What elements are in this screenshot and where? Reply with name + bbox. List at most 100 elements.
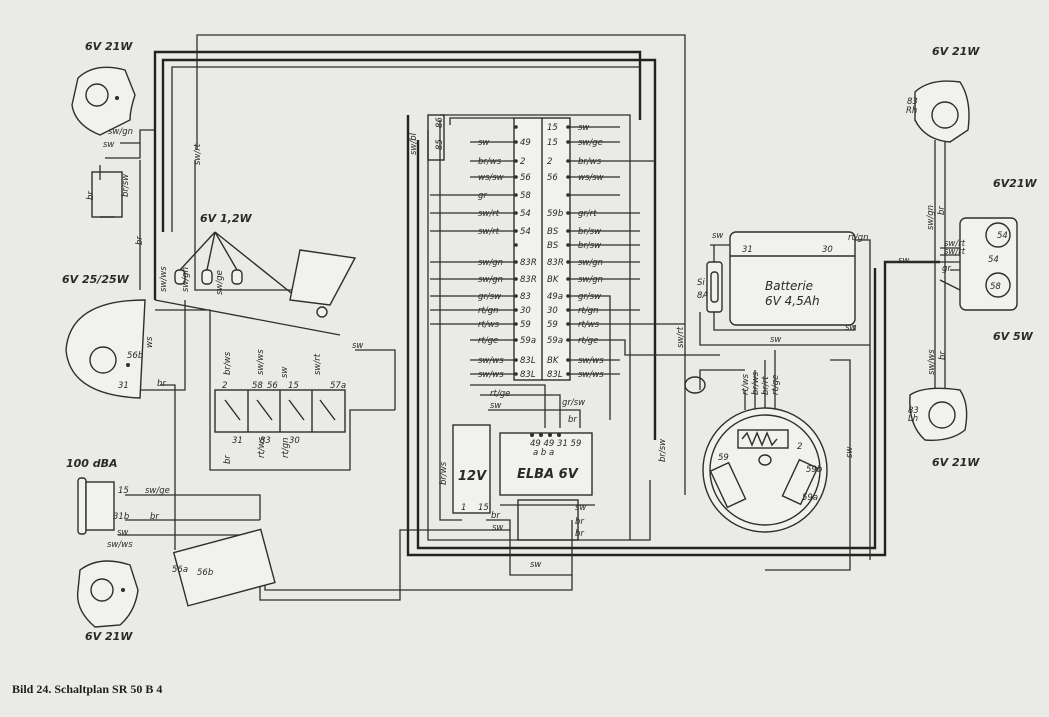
wire-label: 86: [435, 117, 445, 128]
terminal-screw: [514, 358, 518, 362]
terminal-row-right-terminal: BK: [547, 356, 560, 366]
terminal-row-left-wire: rt/ge: [478, 336, 498, 346]
terminal-screw: [566, 372, 570, 376]
wire-label: sw: [103, 140, 114, 150]
component-rating-label: 6V21W: [993, 177, 1037, 190]
wire-label: 2: [222, 381, 227, 391]
wire-label: sw/ge: [145, 486, 170, 496]
terminal-row-right-terminal: 59b: [547, 209, 563, 219]
wire-label: rt/ge: [490, 389, 510, 399]
terminal-row-right-terminal: 15: [547, 123, 558, 133]
terminal-row-left-terminal: 59a: [520, 336, 536, 346]
wire-label: 15: [118, 486, 129, 496]
component-rating-label: 6V 25/25W: [62, 273, 130, 286]
wire-label: sw: [845, 447, 855, 458]
indicator-bulbs: [174, 231, 301, 301]
wire-label: 31: [232, 436, 243, 446]
terminal-screw: [566, 125, 570, 129]
terminal-screw: [514, 140, 518, 144]
terminal-screw: [566, 322, 570, 326]
terminal-screw: [566, 211, 570, 215]
terminal-screw: [514, 175, 518, 179]
horn: [77, 477, 115, 535]
terminal-row-right-wire: sw/ws: [578, 370, 604, 380]
terminal-row-left-terminal: 59: [520, 320, 531, 330]
wire-label: gr: [942, 264, 951, 274]
wire-label: br: [150, 512, 159, 522]
terminal-screw: [566, 229, 570, 233]
terminal-row-left-wire: sw/rt: [478, 209, 500, 219]
terminal-row-right-wire: br/ws: [578, 157, 602, 167]
terminal-row-right-wire: rt/gn: [578, 306, 598, 316]
terminal-row-left-wire: br/ws: [478, 157, 502, 167]
terminal-row-right-terminal: 83R: [547, 258, 564, 268]
wire-label: 56: [267, 381, 278, 391]
fuse: [706, 261, 723, 313]
terminal-row-left-terminal: 54: [520, 227, 531, 237]
terminal-row-left-terminal: 83: [520, 292, 531, 302]
dimmer-switch: [172, 528, 276, 607]
terminal-row-left-terminal: 83L: [520, 370, 536, 380]
component-rating-label: 6V 21W: [932, 456, 980, 469]
flasher-relay: [427, 114, 445, 161]
wire-label: br: [568, 415, 577, 425]
wire-label: sw/ws: [107, 540, 133, 550]
wire-label: sw: [845, 323, 856, 333]
wire-label: sw/rt: [313, 353, 323, 375]
wire-label: 8A: [697, 291, 708, 301]
terminal-row-left-wire: rt/gn: [478, 306, 498, 316]
wire-label: 49 49 31 59: [530, 439, 581, 449]
terminal-row-left-terminal: 83R: [520, 258, 537, 268]
wire-label: Lh: [908, 414, 918, 424]
terminal-row-right-wire: sw/gn: [578, 275, 603, 285]
terminal-row-right-wire: rt/ge: [578, 336, 598, 346]
wire-label: br: [938, 351, 948, 360]
terminal-screw: [514, 243, 518, 247]
front-right-indicator-lamp: [909, 387, 968, 441]
terminal-row-left-wire: gr: [478, 191, 487, 201]
terminal-row-left-wire: ws/sw: [478, 173, 504, 183]
wire-label: br/ws: [223, 351, 233, 375]
wire-label: sw/rt: [193, 143, 203, 165]
wire-label: 57a: [330, 381, 346, 391]
terminal-screw: [514, 322, 518, 326]
wire-label: br: [135, 236, 145, 245]
wire-label: rt/ws: [741, 373, 751, 395]
battery: Batterie 6V 4,5Ah: [729, 231, 856, 326]
wire-label: sw/gn: [181, 267, 191, 292]
terminal-screw: [514, 260, 518, 264]
terminal-screw: [566, 175, 570, 179]
terminal-screw: [566, 159, 570, 163]
terminal-row-left-terminal: 58: [520, 191, 531, 201]
terminal-row-left-wire: sw: [478, 138, 489, 148]
wire-label: Rh: [906, 106, 917, 116]
coil-label: 12V: [458, 469, 487, 484]
speedometer: [289, 249, 357, 318]
terminal-screw: [514, 372, 518, 376]
terminal-screw: [514, 193, 518, 197]
terminal-row-left-wire: gr/sw: [478, 292, 501, 302]
wire-label: br: [575, 529, 584, 539]
elba-label: ELBA 6V: [517, 467, 579, 482]
wire-label: sw/ws: [159, 266, 169, 292]
terminal-row-left-wire: sw/rt: [478, 227, 500, 237]
component-rating-label: 6V 21W: [85, 630, 133, 643]
wire-label: sw/rt: [944, 239, 966, 249]
terminal-row-right-terminal: 2: [547, 157, 552, 167]
terminal-screw: [514, 159, 518, 163]
terminal-row-right-wire: sw/ws: [578, 356, 604, 366]
wire-label: gr/sw: [562, 398, 585, 408]
terminal-screw: [566, 358, 570, 362]
wire-label: sw: [280, 367, 290, 378]
terminal-row-right-wire: rt/ws: [578, 320, 600, 330]
wire-label: Si: [697, 278, 705, 288]
wire-label: 83: [907, 97, 918, 107]
component-rating-label: 6V 1,2W: [200, 212, 252, 225]
front-left-indicator-lamp: [76, 560, 139, 628]
terminal-row-right-wire: gr/rt: [578, 209, 597, 219]
brake-switch: [91, 171, 123, 218]
terminal-row-left-wire: rt/ws: [478, 320, 500, 330]
